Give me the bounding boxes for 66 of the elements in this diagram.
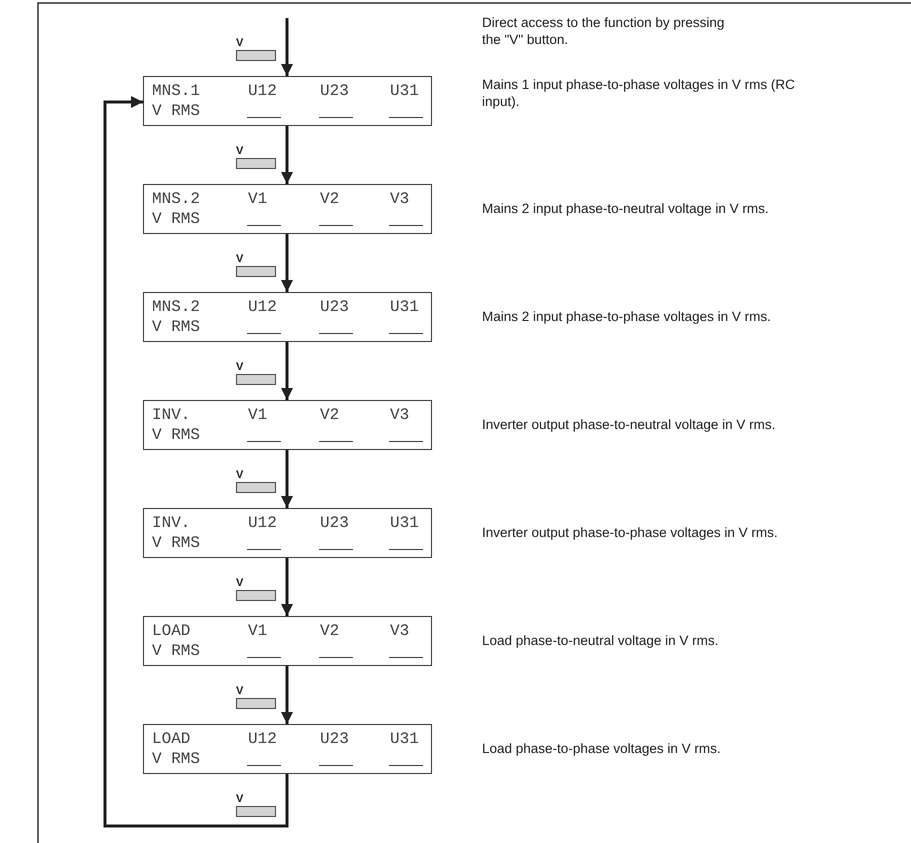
display-title: LOAD [152, 730, 190, 748]
button-label: V [236, 361, 244, 373]
display-unit: V RMS [152, 534, 200, 552]
display-panel [143, 508, 432, 558]
display-heading: U23 [320, 82, 349, 100]
display-heading: U31 [390, 514, 419, 532]
display-heading: U12 [248, 730, 277, 748]
arrow [104, 96, 288, 828]
arrow [281, 342, 293, 400]
display-panel [143, 616, 432, 666]
display-title: LOAD [152, 622, 190, 640]
arrow [281, 558, 293, 616]
description-text: Mains 2 input phase-to-neutral voltage in V rms. [482, 200, 770, 217]
display-panel [143, 76, 432, 126]
display-unit: V RMS [152, 102, 200, 120]
description-text: Mains 1 input phase-to-phase voltages in V rms (RC input). [482, 76, 796, 110]
description-text: Mains 2 input phase-to-phase voltages in V rms. [482, 308, 772, 325]
display-panel [143, 184, 432, 234]
display-unit: V RMS [152, 750, 200, 768]
arrow [281, 666, 293, 724]
button-label: V [236, 145, 244, 157]
display-heading: V1 [248, 406, 268, 424]
button-label: V [236, 469, 244, 481]
arrow [281, 234, 293, 292]
button-label: V [236, 37, 244, 49]
arrow [281, 18, 293, 76]
button-label: V [236, 793, 244, 805]
display-unit: V RMS [152, 426, 200, 444]
note-text: Direct access to the function by pressing the "V" button. [482, 14, 726, 48]
display-title: MNS.2 [152, 298, 200, 316]
display-heading: V3 [390, 190, 410, 208]
button-label: V [236, 685, 244, 697]
display-heading: V2 [320, 190, 340, 208]
display-heading: U23 [320, 730, 349, 748]
display-heading: U31 [390, 730, 419, 748]
display-heading: U12 [248, 514, 277, 532]
display-heading: U23 [320, 514, 349, 532]
display-heading: V2 [320, 622, 340, 640]
display-heading: U31 [390, 82, 419, 100]
display-heading: U12 [248, 298, 277, 316]
display-unit: V RMS [152, 210, 200, 228]
display-title: MNS.1 [152, 82, 200, 100]
display-heading: U23 [320, 298, 349, 316]
display-title: MNS.2 [152, 190, 200, 208]
description-text: Inverter output phase-to-neutral voltage in V rms. [482, 416, 776, 433]
button-label: V [236, 577, 244, 589]
display-heading: V2 [320, 406, 340, 424]
arrow [281, 450, 293, 508]
display-panel [143, 724, 432, 774]
display-heading: V3 [390, 406, 410, 424]
description-text: Load phase-to-neutral voltage in V rms. [482, 632, 720, 649]
display-panel [143, 292, 432, 342]
display-title: INV. [152, 514, 190, 532]
display-heading: U12 [248, 82, 277, 100]
display-heading: V1 [248, 190, 268, 208]
button-label: V [236, 253, 244, 265]
display-unit: V RMS [152, 642, 200, 660]
display-heading: V3 [390, 622, 410, 640]
description-text: Inverter output phase-to-phase voltages in V rms. [482, 524, 779, 541]
description-text: Load phase-to-phase voltages in V rms. [482, 740, 722, 757]
arrow [281, 126, 293, 184]
display-unit: V RMS [152, 318, 200, 336]
display-heading: V1 [248, 622, 268, 640]
display-heading: U31 [390, 298, 419, 316]
display-title: INV. [152, 406, 190, 424]
display-panel [143, 400, 432, 450]
